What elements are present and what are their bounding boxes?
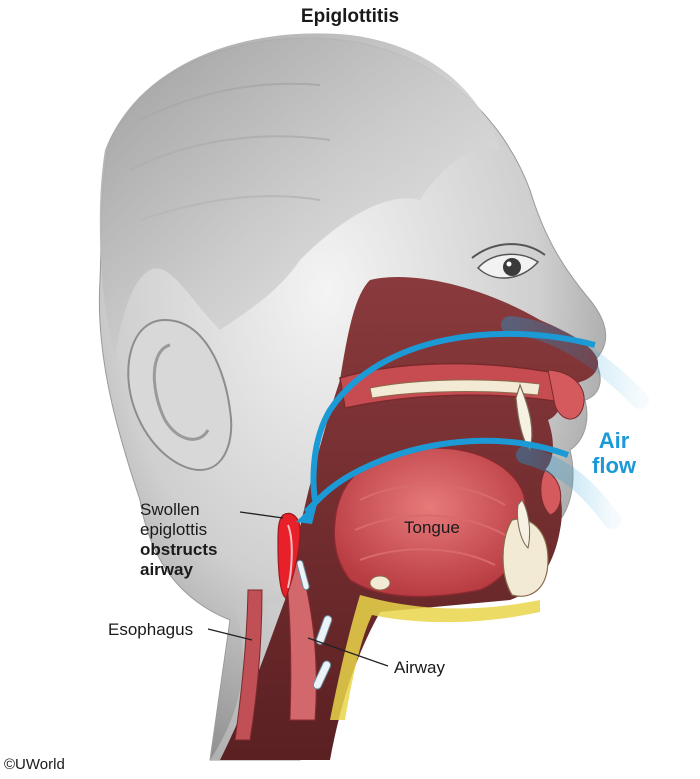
airflow-arrowhead (296, 500, 318, 524)
air-flow-line-2: flow (592, 453, 636, 478)
airflow-arrows (296, 316, 649, 529)
air-flow-label: Air flow (592, 428, 636, 478)
airflow-arrow-upper (310, 330, 596, 501)
ear-shape (127, 318, 233, 472)
page-title: Epiglottitis (300, 6, 400, 27)
swollen-line-4: airway (140, 560, 193, 579)
hair-shape (99, 33, 500, 360)
sagittal-section (220, 276, 599, 760)
swollen-epiglottis-label: Swollen epiglottis obstructs airway (140, 500, 217, 580)
tongue-label: Tongue (404, 518, 460, 537)
copyright-text: ©UWorld (4, 756, 65, 773)
airflow-arrow-lower (303, 437, 570, 515)
leader-airway (307, 637, 389, 667)
leader-lines (207, 511, 389, 667)
airway-label: Airway (394, 658, 446, 677)
eye-shape (471, 243, 546, 279)
leader-esophagus (207, 628, 253, 641)
airflow-stream-lower (516, 446, 621, 529)
swollen-line-2: epiglottis (140, 520, 208, 539)
leader-swollen (239, 511, 284, 519)
swollen-line-1: Swollen (140, 500, 200, 519)
swollen-line-3: obstructs (140, 540, 218, 559)
esophagus-label: Esophagus (108, 620, 194, 639)
airflow-stream-upper (501, 316, 649, 409)
air-flow-line-1: Air (598, 428, 630, 453)
